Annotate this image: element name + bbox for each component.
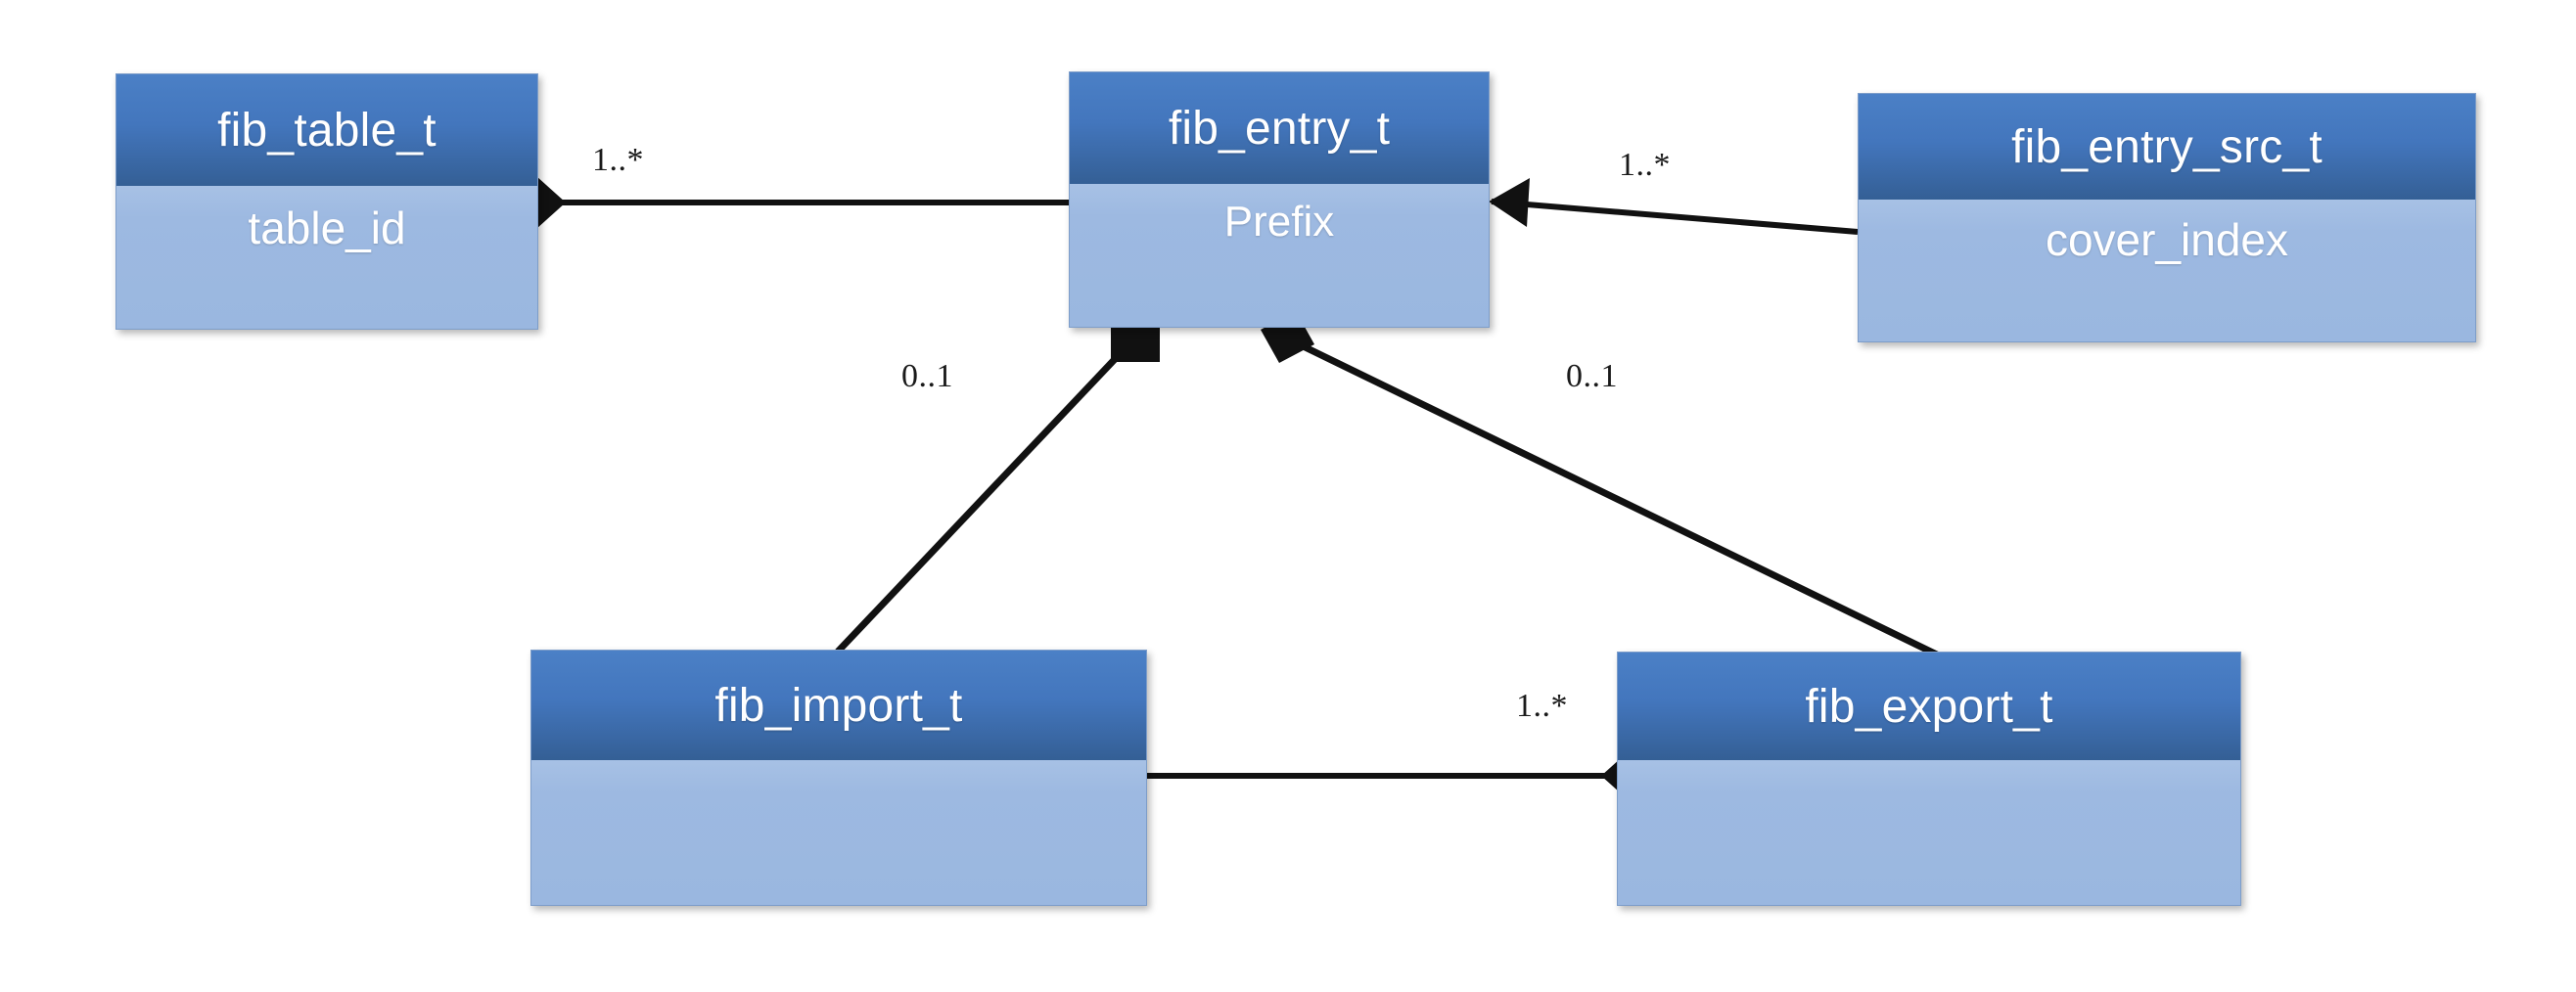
class-body-fib-entry-src-t: cover_index [1859,200,2475,341]
arrowhead-entry-src [1489,178,1530,227]
class-name-fib-entry-src-t: fib_entry_src_t [2011,120,2323,173]
multiplicity-label-table-entry: 1..* [592,142,644,178]
class-body-fib-export-t [1618,760,2240,905]
connector-entry-import [835,335,1138,654]
class-box-fib-import-t[interactable]: fib_import_t [530,650,1147,906]
class-box-fib-export-t[interactable]: fib_export_t [1617,652,2241,906]
connector-entry-export [1283,334,1945,661]
multiplicity-label-entry-src: 1..* [1619,147,1671,183]
multiplicity-label-entry-import: 0..1 [901,358,953,394]
class-name-fib-entry-t: fib_entry_t [1168,102,1391,155]
class-attribute: cover_index [2045,214,2289,265]
class-header-fib-import-t: fib_import_t [531,651,1146,760]
class-body-fib-table-t: table_id [116,186,537,329]
class-header-fib-entry-t: fib_entry_t [1070,72,1489,184]
class-body-fib-import-t [531,760,1146,905]
class-name-fib-table-t: fib_table_t [217,104,437,157]
class-attribute: table_id [248,203,406,253]
class-box-fib-table-t[interactable]: fib_table_t table_id [115,73,538,330]
class-header-fib-entry-src-t: fib_entry_src_t [1859,94,2475,200]
class-body-fib-entry-t: Prefix [1070,184,1489,327]
multiplicity-label-entry-export: 0..1 [1566,358,1618,394]
class-attribute: Prefix [1223,198,1335,246]
class-box-fib-entry-t[interactable]: fib_entry_t Prefix [1069,71,1490,328]
multiplicity-label-import-export: 1..* [1516,688,1568,724]
class-name-fib-export-t: fib_export_t [1805,680,2053,733]
class-name-fib-import-t: fib_import_t [714,679,963,732]
class-header-fib-table-t: fib_table_t [116,74,537,186]
class-box-fib-entry-src-t[interactable]: fib_entry_src_t cover_index [1858,93,2476,342]
connector-entry-src [1491,199,1859,235]
class-header-fib-export-t: fib_export_t [1618,653,2240,760]
